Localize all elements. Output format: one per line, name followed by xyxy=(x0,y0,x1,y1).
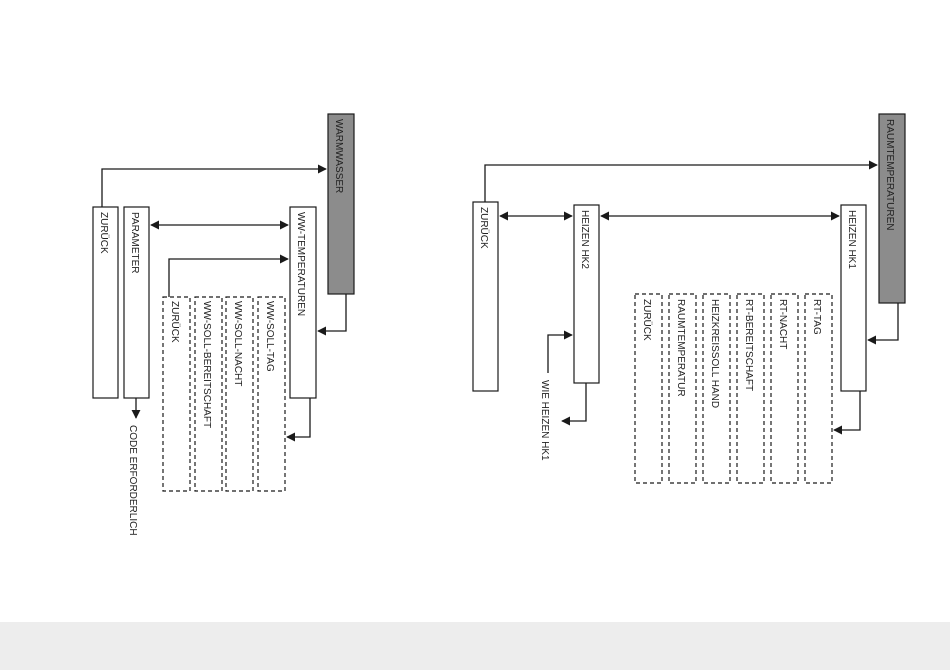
header-to-hk1-arrow xyxy=(868,303,898,340)
left-sub-item-label-1: ZURÜCK xyxy=(169,301,181,343)
left-sub-back-arrow xyxy=(169,259,288,297)
right-sub-item-label-2: RAUMTEMPERATUR xyxy=(675,299,686,397)
right-sub-item-label-6: RT-TAG xyxy=(811,299,822,335)
right-sub-item-label-5: RT-NACHT xyxy=(777,299,788,349)
hk1-to-subitems-arrow xyxy=(834,391,860,430)
code-erforderlich-label: CODE ERFORDERLICH xyxy=(127,425,138,536)
note-to-hk2-arrow xyxy=(548,335,572,373)
right-sub-item-label-1: ZURÜCK xyxy=(641,299,653,341)
right-back-to-header-arrow xyxy=(485,165,877,202)
right-sub-item-label-3: HEIZKREISSOLL HAND xyxy=(709,299,720,408)
hk2-to-note-arrow xyxy=(562,383,586,421)
left-sub-item-label-2: WW-SOLL-BEREITSCHAFT xyxy=(201,301,212,428)
warmwasser-header-label: WARMWASSER xyxy=(333,119,344,193)
heizen-hk1-label: HEIZEN HK1 xyxy=(846,210,857,269)
header-to-wwtemp-arrow xyxy=(318,294,346,331)
wie-heizen-hk1-label: WIE HEIZEN HK1 xyxy=(539,380,550,461)
raumtemperaturen-header-label: RAUMTEMPERATUREN xyxy=(884,119,895,230)
ww-temperaturen-label: WW-TEMPERATUREN xyxy=(295,212,306,316)
heizen-hk2-label: HEIZEN HK2 xyxy=(579,210,590,269)
left-sub-item-label-3: WW-SOLL-NACHT xyxy=(232,301,243,386)
left-back-label: ZURÜCK xyxy=(98,212,110,254)
left-menu-group: WARMWASSER ZURÜCK PARAMETER WW-TEMPERATU… xyxy=(93,114,354,536)
left-sub-item-label-4: WW-SOLL-TAG xyxy=(264,301,275,372)
parameter-label: PARAMETER xyxy=(129,212,140,274)
wwtemp-to-subitems-arrow xyxy=(287,398,310,437)
left-back-to-header-arrow xyxy=(102,169,326,207)
footer-band xyxy=(0,622,950,670)
right-sub-item-label-4: RT-BEREITSCHAFT xyxy=(743,299,754,391)
right-menu-group: RAUMTEMPERATUREN ZURÜCK HEIZEN HK2 HEIZE… xyxy=(473,114,905,483)
right-back-label: ZURÜCK xyxy=(478,207,490,249)
